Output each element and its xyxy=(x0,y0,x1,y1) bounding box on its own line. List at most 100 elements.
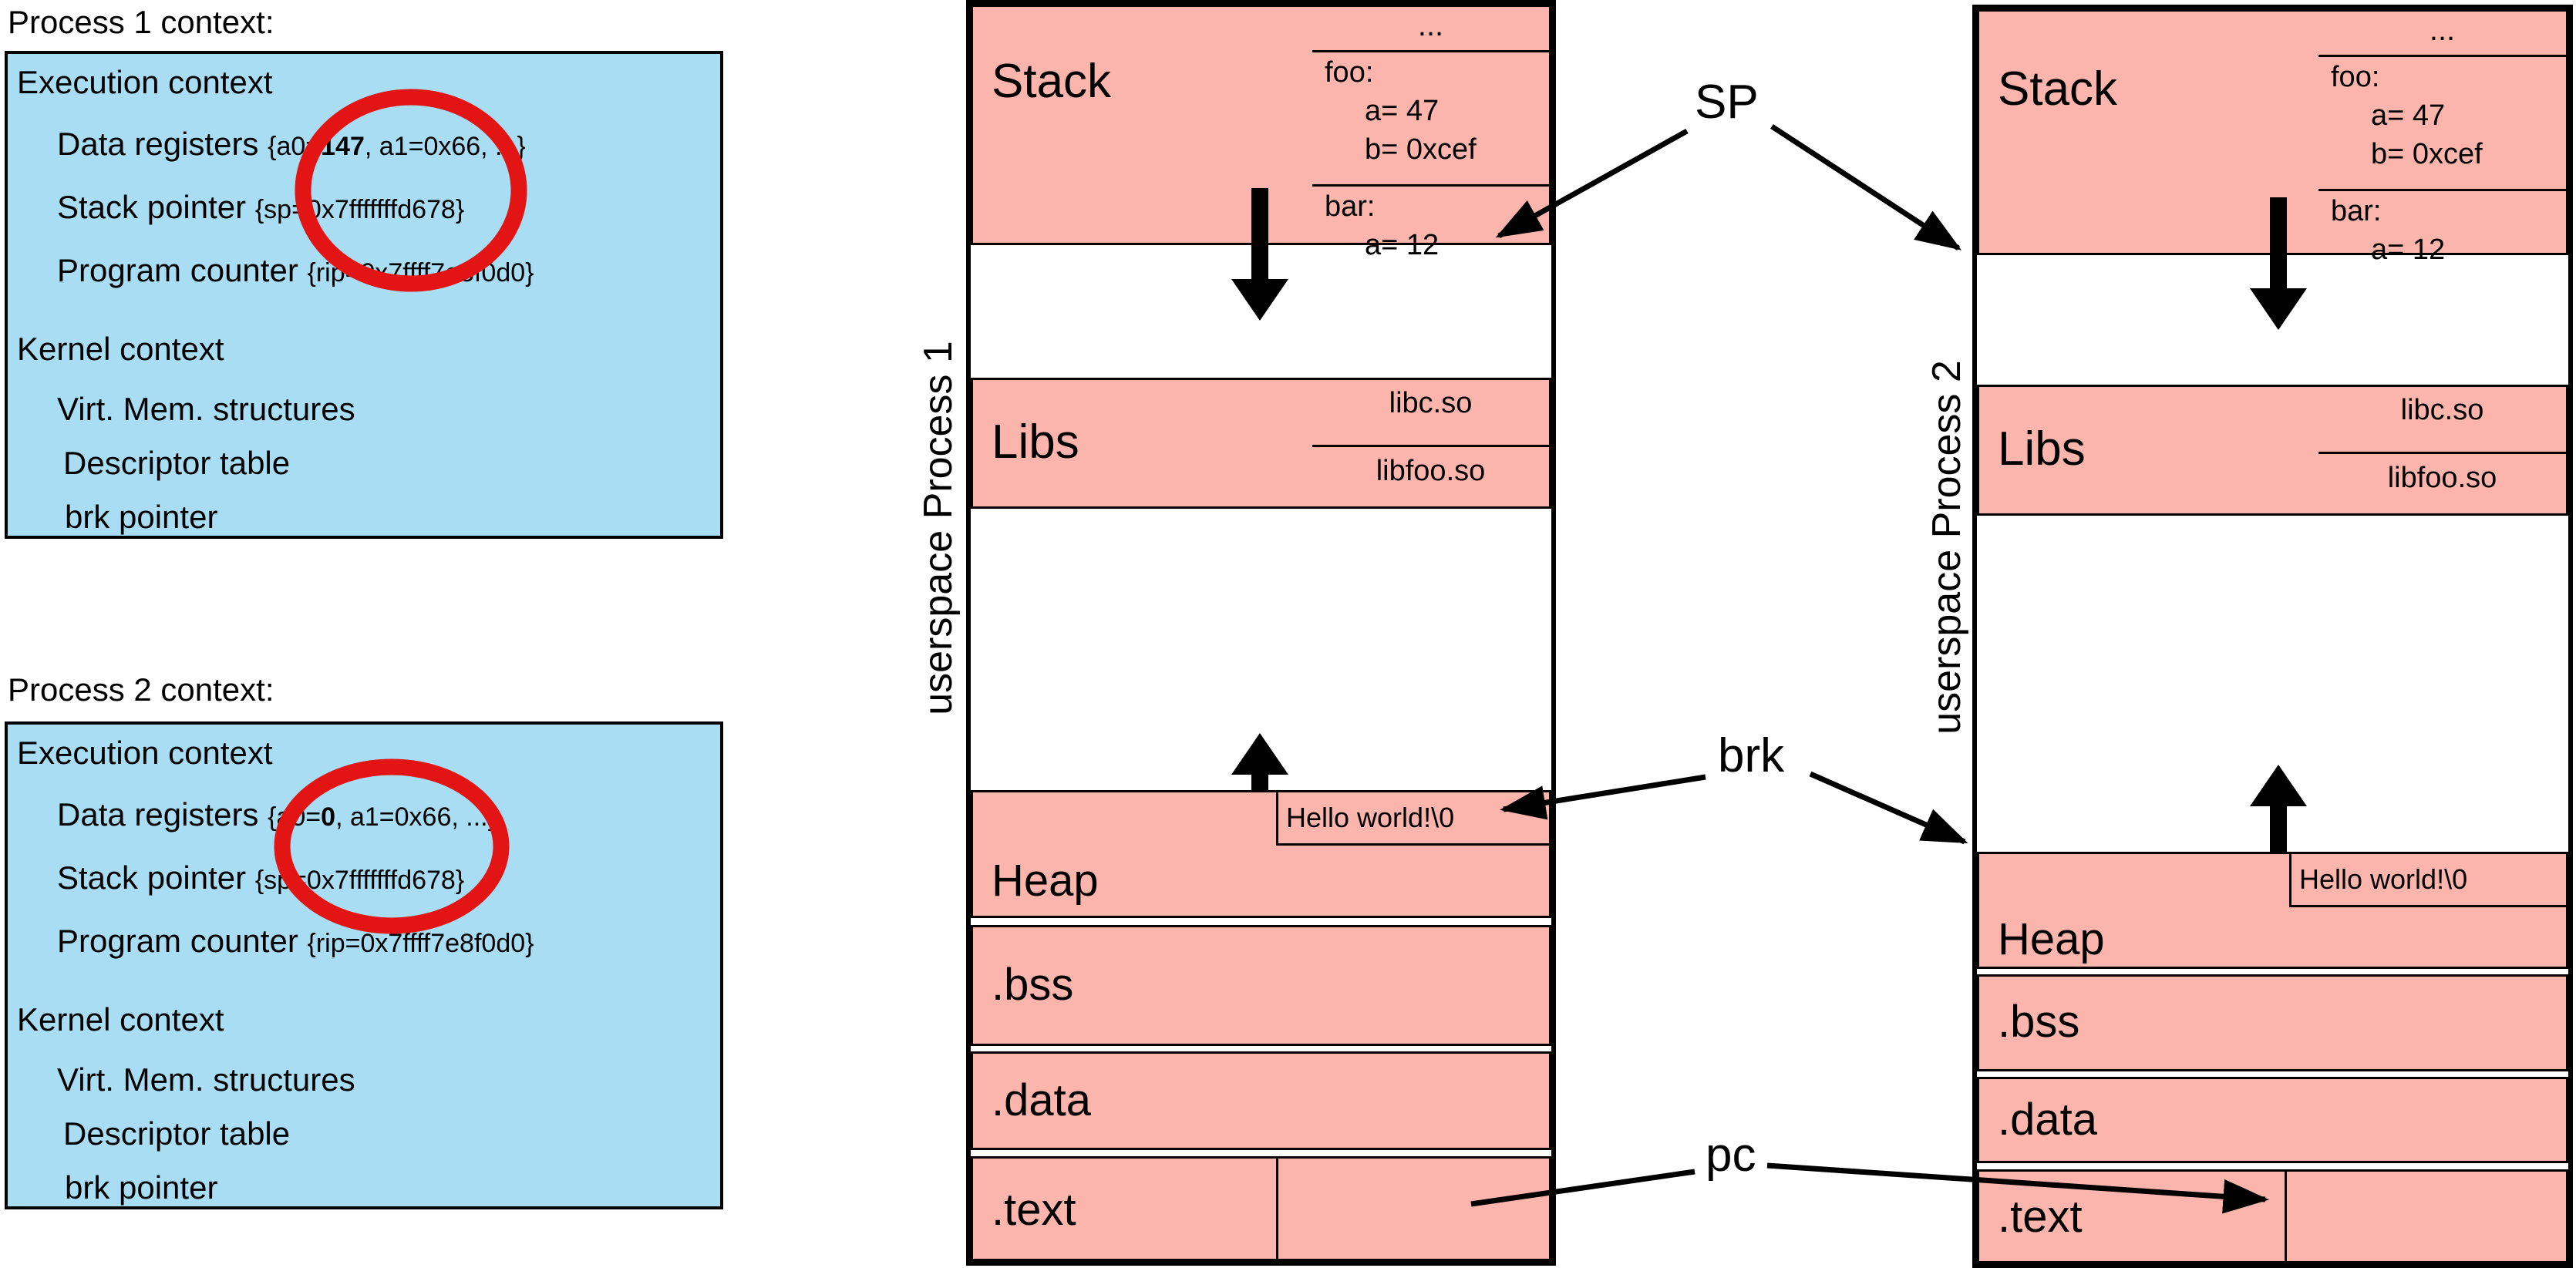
stack-pointer-line: Stack pointer {sp=0x7fffffffd678} xyxy=(57,859,464,900)
frame-variable: b= 0xcef xyxy=(2371,138,2483,170)
lib-libc: libc.so xyxy=(1389,387,1473,419)
stack-growth-arrow-shaft xyxy=(1251,188,1268,279)
frame-variable: a= 47 xyxy=(1365,95,1440,127)
registers-rest: , a1=0x66, ...} xyxy=(364,132,526,161)
data-registers-line: Data registers {a0=147, a1=0x66, ...} xyxy=(57,125,526,166)
heap-growth-arrow-head xyxy=(2250,765,2307,806)
libs-region-label: Libs xyxy=(992,415,1079,469)
kernel-item-virt-mem: Virt. Mem. structures xyxy=(57,391,355,427)
stack-pointer-line: Stack pointer {sp=0x7fffffffd678} xyxy=(57,188,464,229)
heap-string-box: Hello world!\0 xyxy=(2289,852,2568,907)
frame-name: foo: xyxy=(2331,61,2380,93)
stack-frame-bar: bar: a= 12 xyxy=(2318,191,2566,267)
frame-variable: a= 12 xyxy=(1365,229,1440,261)
stack-frames-ellipsis: ... xyxy=(1312,7,1549,52)
program-counter-line: Program counter {rip=0x7ffff7e8f0d0} xyxy=(57,251,534,292)
execution-context-header: Execution context xyxy=(17,735,273,771)
userspace-process2-label: userspace Process 2 xyxy=(1924,360,1969,735)
userspace-process1-label: userspace Process 1 xyxy=(916,341,961,715)
lib-libfoo: libfoo.so xyxy=(1376,455,1486,487)
text-region-divider-line xyxy=(2285,1169,2287,1263)
data-registers-value: {a0=0, a1=0x66, ...} xyxy=(268,802,497,832)
kernel-item-virt-mem: Virt. Mem. structures xyxy=(57,1061,355,1098)
memory-map-process2: Stack ... foo: a= 47 b= 0xcef bar: a= 12… xyxy=(1972,5,2573,1268)
stack-growth-arrow-head xyxy=(1231,279,1288,321)
kernel-item-descriptor-table: Descriptor table xyxy=(63,445,291,481)
bss-region-label: .bss xyxy=(1998,997,2080,1047)
data-registers-value: {a0=147, a1=0x66, ...} xyxy=(268,132,526,161)
libs-region: Libs libc.so libfoo.so xyxy=(1977,385,2568,516)
stack-pointer-value: {sp=0x7fffffffd678} xyxy=(254,195,465,224)
data-region-label: .data xyxy=(1998,1095,2097,1145)
heap-region-label: Heap xyxy=(992,856,1099,906)
stack-frame-foo: foo: a= 47 b= 0xcef xyxy=(2318,57,2566,191)
libs-list: libc.so libfoo.so xyxy=(1312,380,1549,506)
pc-pointer-label: pc xyxy=(1706,1128,1756,1182)
stack-region-label: Stack xyxy=(1998,62,2118,116)
data-registers-line: Data registers {a0=0, a1=0x66, ...} xyxy=(57,795,497,836)
stack-frame-bar: bar: a= 12 xyxy=(1312,187,1549,262)
registers-rest: , a1=0x66, ...} xyxy=(335,802,497,832)
libs-region: Libs libc.so libfoo.so xyxy=(971,378,1551,509)
registers-open: {a0= xyxy=(268,802,322,832)
heap-growth-arrow-head xyxy=(1231,733,1288,775)
data-region: .data xyxy=(971,1051,1551,1150)
heap-region-label: Heap xyxy=(1998,914,2105,964)
text-region-label: .text xyxy=(1998,1192,2083,1242)
lib-libfoo: libfoo.so xyxy=(2387,462,2497,494)
data-region: .data xyxy=(1977,1077,2568,1163)
stack-region-label: Stack xyxy=(992,55,1112,108)
program-counter-value: {rip=0x7ffff7e8f0d0} xyxy=(307,258,534,288)
text-region: .text xyxy=(1977,1169,2568,1263)
data-registers-label: Data registers xyxy=(57,126,268,162)
text-region-divider-line xyxy=(1276,1156,1278,1261)
bss-region-label: .bss xyxy=(992,960,1074,1010)
frame-name: foo: xyxy=(1325,56,1374,89)
registers-open: {a0= xyxy=(268,132,322,161)
bss-region: .bss xyxy=(971,925,1551,1046)
text-region: .text xyxy=(971,1156,1551,1261)
sp-arrow-to-process2-stack xyxy=(1770,124,1962,251)
heap-string-box: Hello world!\0 xyxy=(1276,790,1551,846)
frame-variable: b= 0xcef xyxy=(1365,133,1477,166)
program-counter-line: Program counter {rip=0x7ffff7e8f0d0} xyxy=(57,922,534,963)
text-region-label: .text xyxy=(992,1185,1076,1235)
stack-growth-arrow-head xyxy=(2250,288,2307,330)
execution-context-header: Execution context xyxy=(17,64,273,100)
data-registers-label: Data registers xyxy=(57,796,268,832)
a0-value: 147 xyxy=(321,132,365,161)
sp-pointer-label: SP xyxy=(1695,76,1759,129)
process1-context-title: Process 1 context: xyxy=(8,4,274,40)
frame-variable: a= 12 xyxy=(2371,234,2446,266)
process1-context-box: Execution context Data registers {a0=147… xyxy=(5,51,723,539)
libs-list: libc.so libfoo.so xyxy=(2318,387,2566,513)
kernel-context-header: Kernel context xyxy=(17,1001,224,1038)
kernel-item-brk-pointer: brk pointer xyxy=(65,499,218,535)
process2-context-box: Execution context Data registers {a0=0, … xyxy=(5,721,723,1209)
kernel-context-header: Kernel context xyxy=(17,331,224,367)
frame-variable: a= 47 xyxy=(2371,99,2446,132)
frame-name: bar: xyxy=(2331,195,2382,227)
stack-growth-arrow-shaft xyxy=(2270,197,2287,288)
process2-context-title: Process 2 context: xyxy=(8,671,274,708)
stack-frame-foo: foo: a= 47 b= 0xcef xyxy=(1312,52,1549,187)
program-counter-label: Program counter xyxy=(57,923,308,959)
brk-pointer-label: brk xyxy=(1718,729,1785,782)
libs-region-label: Libs xyxy=(1998,422,2086,476)
bss-region: .bss xyxy=(1977,974,2568,1071)
stack-frames: ... foo: a= 47 b= 0xcef bar: a= 12 xyxy=(1312,7,1549,261)
memory-map-process1: Stack ... foo: a= 47 b= 0xcef bar: a= 12… xyxy=(966,0,1556,1266)
libs-divider-line xyxy=(1312,445,1549,447)
program-counter-label: Program counter xyxy=(57,252,308,288)
libs-divider-line xyxy=(2318,452,2566,454)
stack-pointer-label: Stack pointer xyxy=(57,189,255,225)
data-region-label: .data xyxy=(992,1075,1091,1125)
frame-name: bar: xyxy=(1325,190,1376,223)
stack-frames-ellipsis: ... xyxy=(2318,12,2566,57)
a0-value: 0 xyxy=(321,802,336,832)
stack-pointer-label: Stack pointer xyxy=(57,859,255,896)
kernel-item-descriptor-table: Descriptor table xyxy=(63,1115,291,1152)
program-counter-value: {rip=0x7ffff7e8f0d0} xyxy=(307,929,534,958)
stack-pointer-value: {sp=0x7fffffffd678} xyxy=(254,866,465,895)
